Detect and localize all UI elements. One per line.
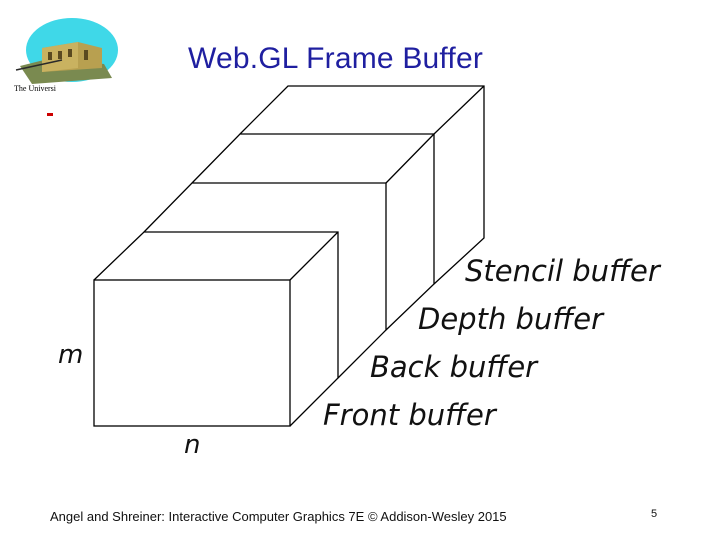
front-buffer-box	[93, 231, 339, 427]
stencil-buffer-label: Stencil buffer	[465, 254, 660, 288]
logo-caption: The Universi	[14, 84, 56, 93]
page-number: 5	[651, 508, 658, 520]
front-buffer-label: Front buffer	[323, 398, 496, 432]
slide-title: Web.GL Frame Buffer	[188, 42, 484, 75]
back-buffer-label: Back buffer	[370, 350, 538, 384]
height-label: m	[58, 340, 84, 370]
footer-citation: Angel and Shreiner: Interactive Computer…	[50, 509, 507, 524]
back-buffer-box	[143, 133, 435, 379]
accent-mark	[47, 113, 53, 116]
university-logo	[15, 18, 118, 84]
depth-buffer-label: Depth buffer	[418, 302, 604, 336]
stencil-buffer-box	[239, 85, 485, 285]
width-label: n	[184, 430, 201, 460]
